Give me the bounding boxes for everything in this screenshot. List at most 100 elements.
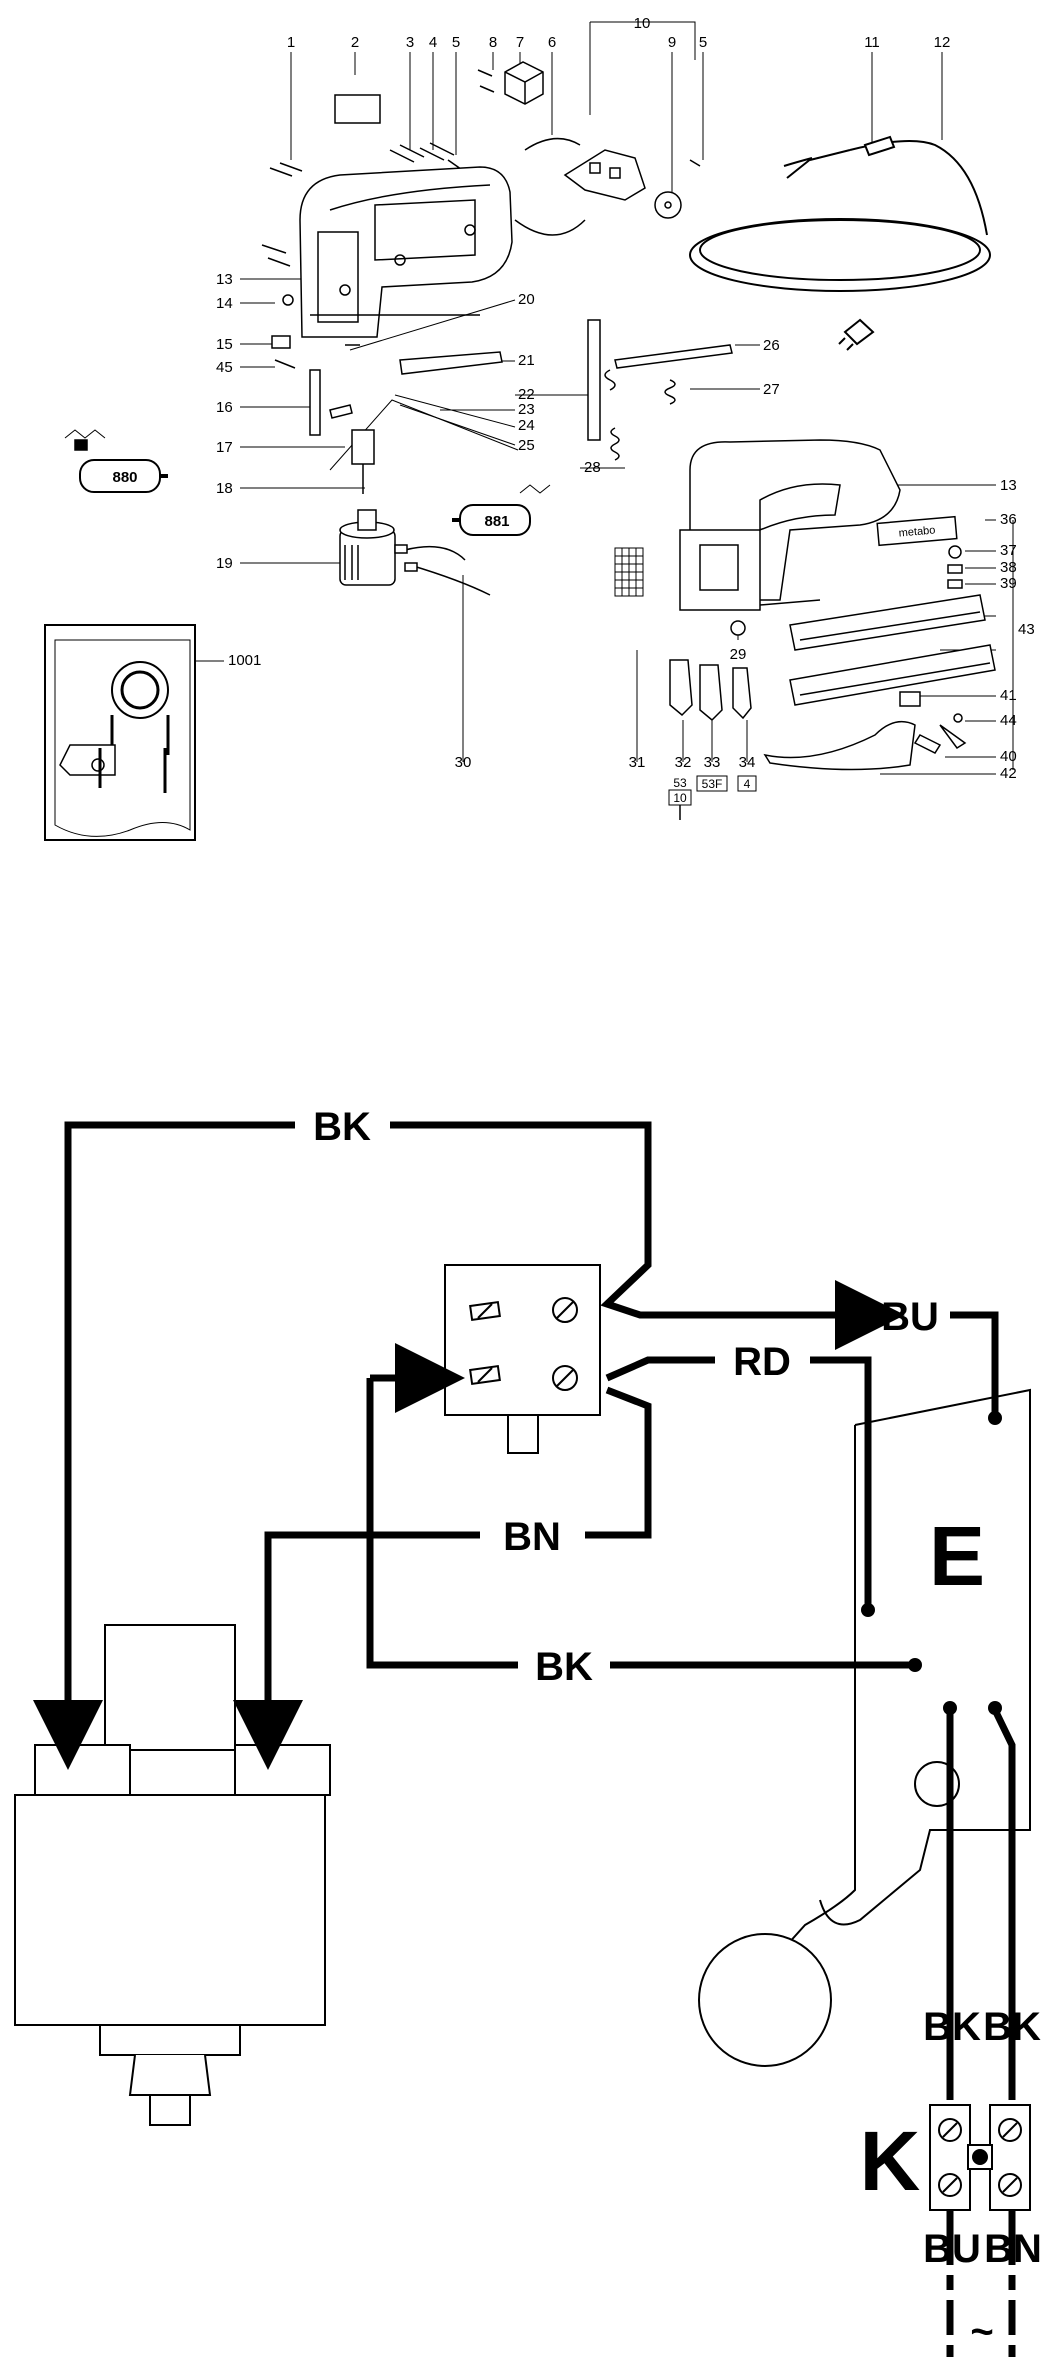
part-label-29: 29 xyxy=(730,646,747,663)
part-label-13: 13 xyxy=(216,271,233,288)
terminal-block xyxy=(929,2104,1031,2211)
part-label-9: 9 xyxy=(668,34,676,51)
label-bn: BN xyxy=(503,1515,561,1559)
part-label-14: 14 xyxy=(216,295,233,312)
label-mains-bn: BN xyxy=(984,2227,1042,2271)
staple-size-labels: 53 10 53F 4 xyxy=(668,775,757,820)
part-label-3: 3 xyxy=(406,34,414,51)
screws xyxy=(261,69,701,306)
grease-tube-881: 881 xyxy=(452,484,551,536)
coil-leads xyxy=(394,544,491,596)
staple-size-53f: 53F xyxy=(702,777,723,791)
part-label-10: 10 xyxy=(634,15,651,32)
suppressor-board xyxy=(698,1388,1031,2067)
part-label-40: 40 xyxy=(1000,748,1017,765)
plunger-guide xyxy=(587,319,601,441)
part-number-labels: 1 2 3 4 5 8 7 6 10 9 5 11 12 13 14 15 45… xyxy=(216,15,1035,782)
part-label-27: 27 xyxy=(763,381,780,398)
part-label-32: 32 xyxy=(675,754,692,771)
wiring-diagram: BK BU RD BN BK E BK BK K BU BN ~ xyxy=(14,1105,1042,2357)
wire-labels: BK BU RD BN BK E BK BK K BU BN ~ xyxy=(313,1105,1042,2354)
label-mains-bu: BU xyxy=(923,2227,981,2271)
part-label-4: 4 xyxy=(429,34,437,51)
terminal-screw-lower xyxy=(552,1365,578,1391)
brand-plate: metabo xyxy=(876,515,958,547)
wire-bu xyxy=(950,1311,999,1412)
assembled-stapler xyxy=(679,439,901,611)
part-label-44: 44 xyxy=(1000,712,1017,729)
part-label-45: 45 xyxy=(216,359,233,376)
nosepieces xyxy=(669,659,752,722)
part-label-5b: 5 xyxy=(699,34,707,51)
pin xyxy=(274,344,360,369)
label-plate xyxy=(334,94,381,124)
nut xyxy=(730,620,746,636)
wire-rd xyxy=(605,1356,872,1605)
washer xyxy=(654,191,682,219)
part-label-30: 30 xyxy=(455,754,472,771)
stop-block xyxy=(271,335,291,349)
terminal-screw-upper xyxy=(552,1297,578,1323)
part-label-23: 23 xyxy=(518,401,535,418)
spring-wire xyxy=(763,720,916,771)
part-label-31: 31 xyxy=(629,754,646,771)
blade-plate xyxy=(309,369,321,436)
part-label-24: 24 xyxy=(518,417,535,434)
part-label-12: 12 xyxy=(934,34,951,51)
part-label-25: 25 xyxy=(518,437,535,454)
label-rd: RD xyxy=(733,1340,791,1384)
housing-half xyxy=(299,166,513,338)
clip xyxy=(329,404,353,419)
part-label-7: 7 xyxy=(516,34,524,51)
part-label-17: 17 xyxy=(216,439,233,456)
part-label-16: 16 xyxy=(216,399,233,416)
part-label-11: 11 xyxy=(864,34,880,51)
cable-right xyxy=(991,1708,1016,2100)
small-spring xyxy=(664,379,676,405)
part-label-15: 15 xyxy=(216,336,233,353)
part-label-2: 2 xyxy=(351,34,359,51)
part-label-36: 36 xyxy=(1000,511,1017,528)
label-suppressor-e: E xyxy=(929,1509,985,1603)
part-label-41: 41 xyxy=(1000,687,1017,704)
small-fittings xyxy=(899,545,967,754)
part-label-21: 21 xyxy=(518,352,535,369)
label-bu: BU xyxy=(881,1295,939,1339)
wires xyxy=(33,1121,1016,2357)
part-label-8: 8 xyxy=(489,34,497,51)
switch-lever xyxy=(514,137,646,236)
spring xyxy=(604,369,620,461)
part-label-37: 37 xyxy=(1000,542,1017,559)
part-label-42: 42 xyxy=(1000,765,1017,782)
part-label-26: 26 xyxy=(763,337,780,354)
label-cable-bk-left: BK xyxy=(923,2005,981,2049)
solenoid-coil xyxy=(339,509,396,586)
wire-end-dots xyxy=(861,1411,1002,1715)
solenoid-motor xyxy=(14,1624,331,2126)
staple-strip xyxy=(614,547,644,597)
label-bk-mid: BK xyxy=(535,1645,593,1689)
magazine-upper xyxy=(789,594,986,651)
staple-size-4: 4 xyxy=(744,777,751,791)
part-label-34: 34 xyxy=(739,754,756,771)
wire-bk-mid xyxy=(366,1378,912,1669)
tube-label-880: 880 xyxy=(112,469,137,486)
part-label-19: 19 xyxy=(216,555,233,572)
exploded-view: 1 2 3 4 5 8 7 6 10 9 5 11 12 13 14 15 45… xyxy=(44,15,1035,841)
label-ac-symbol: ~ xyxy=(970,2310,993,2354)
power-cord xyxy=(689,135,991,351)
label-bk-top: BK xyxy=(313,1105,371,1149)
switch-block xyxy=(444,1264,601,1454)
part-label-43: 43 xyxy=(1018,621,1035,638)
armature xyxy=(351,429,375,494)
part-label-13b: 13 xyxy=(1000,477,1017,494)
part-label-18: 18 xyxy=(216,480,233,497)
part-label-1: 1 xyxy=(287,34,295,51)
staple-size-53: 53 xyxy=(673,776,687,790)
part-label-38: 38 xyxy=(1000,559,1017,576)
label-cable-bk-right: BK xyxy=(983,2005,1041,2049)
staple-size-10: 10 xyxy=(673,791,687,805)
part-label-20: 20 xyxy=(518,291,535,308)
brand-plate-text: metabo xyxy=(898,524,936,539)
